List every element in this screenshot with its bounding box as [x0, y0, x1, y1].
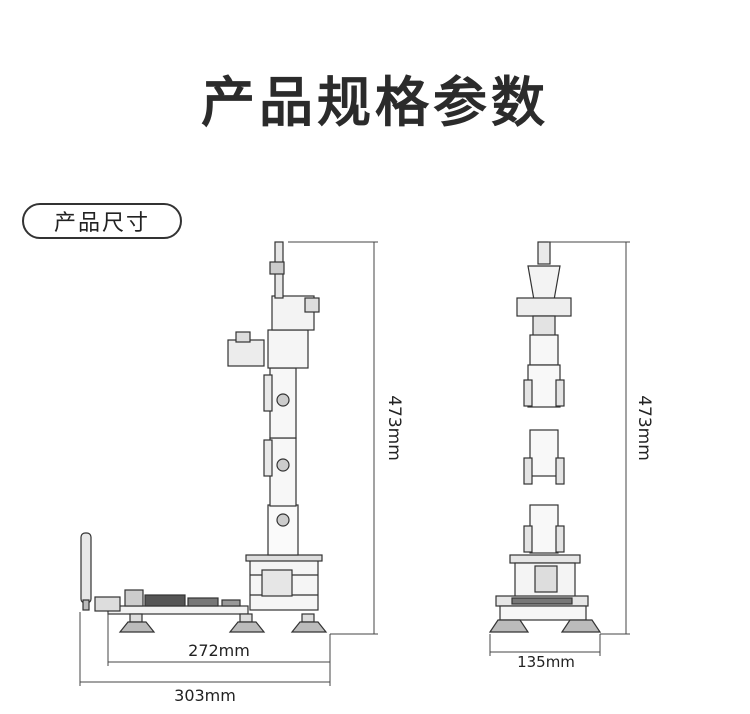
total-width-label: 303mm — [174, 686, 236, 705]
section-label: 产品尺寸 — [22, 203, 182, 239]
base-width-label: 272mm — [188, 641, 250, 660]
side-view-robot — [80, 241, 328, 633]
page-title: 产品规格参数 — [201, 71, 549, 134]
front-view-robot — [488, 241, 602, 633]
dimension-lines — [79, 241, 630, 686]
front-height-label: 473mm — [634, 395, 654, 461]
front-width-label: 135mm — [517, 653, 575, 671]
side-height-label: 473mm — [384, 395, 404, 461]
